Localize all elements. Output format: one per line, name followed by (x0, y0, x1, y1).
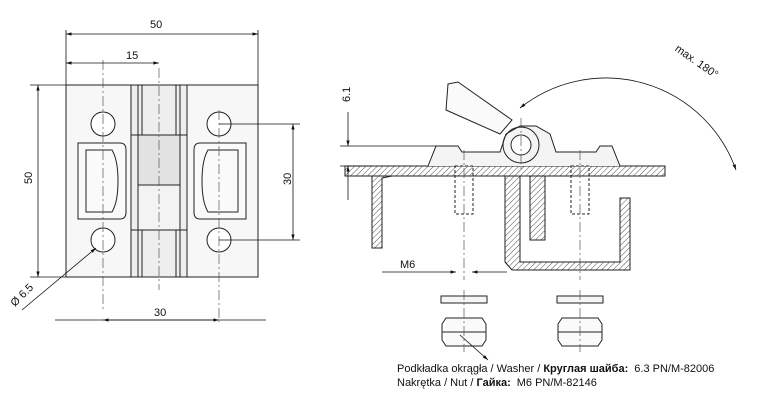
center-lines (102, 60, 220, 322)
legend-washer-row: Podkładka okrągła / Washer / Круглая шай… (397, 362, 714, 376)
washers (440, 295, 604, 304)
nut-label: Nakrętka / Nut / (397, 377, 477, 389)
parts-legend: Podkładka okrągła / Washer / Круглая шай… (397, 362, 714, 390)
hinge-section-view (344, 81, 666, 271)
nut-spec: M6 PN/M-82146 (516, 377, 597, 389)
dim-thread-m6: M6 (400, 259, 415, 271)
rotation-arc (519, 77, 737, 171)
dim-width-50: 50 (150, 19, 162, 31)
washer-colon: : (624, 363, 629, 375)
nuts (441, 317, 603, 347)
dim-bottom-30: 30 (154, 307, 166, 319)
dim-hole-diameter: Ø 6.5 (9, 282, 37, 310)
washer-spec: 6.3 PN/M-82006 (634, 363, 715, 375)
legend-nut-row: Nakrętka / Nut / Гайка: M6 PN/M-82146 (397, 376, 714, 390)
dim-offset-15: 15 (126, 50, 138, 62)
legend-leader (459, 334, 489, 361)
washer-label: Podkładka okrągła / Washer / (397, 363, 544, 375)
dim-height-50: 50 (23, 172, 35, 184)
dim-hole-spacing-30: 30 (282, 173, 294, 185)
nut-label-ru: Гайка (476, 377, 508, 389)
washer-label-ru: Круглая шайба (543, 363, 625, 375)
hinge-front-view (65, 84, 259, 278)
thickness-dimension (340, 112, 436, 200)
rotation-angle-label: max. 180° (673, 43, 721, 81)
nut-colon: : (507, 377, 511, 389)
dim-thickness: 6.1 (341, 87, 353, 102)
front-dimension-lines (21, 30, 300, 322)
